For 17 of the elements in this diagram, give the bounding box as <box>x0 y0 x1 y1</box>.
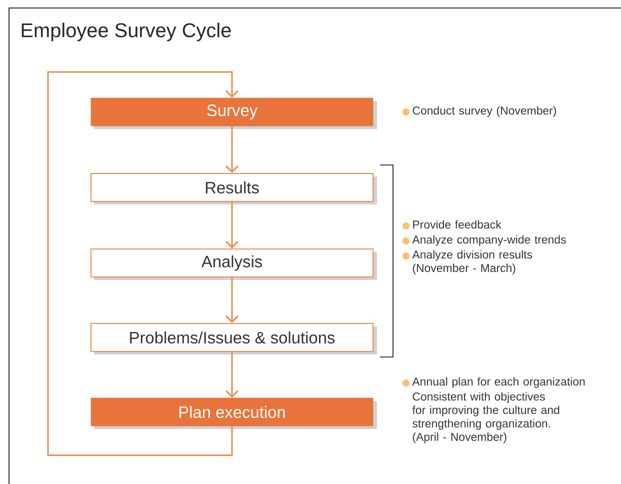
arrow <box>225 278 239 323</box>
note-text: Conduct survey (November) <box>412 106 556 117</box>
note-text: Analyze division results (November - March) <box>412 250 532 274</box>
arrow <box>225 352 239 398</box>
note-text: Consistent with objectives for improving the culture and strengthening organization. (April - November) <box>412 392 560 444</box>
step-box: Analysis <box>90 248 374 278</box>
arrow <box>47 71 239 456</box>
arrow <box>225 202 239 248</box>
step-box: Survey <box>90 98 374 126</box>
note-text: Analyze company-wide trends <box>412 235 566 246</box>
step-box: Plan execution <box>90 398 374 426</box>
step-box: Results <box>90 173 374 202</box>
title: Employee Survey Cycle <box>22 22 231 42</box>
note-text: Provide feedback <box>413 220 502 229</box>
step-box: Problems/Issues & solutions <box>90 323 374 352</box>
arrow <box>225 126 239 173</box>
note-text: Annual plan for each organization <box>412 377 585 388</box>
